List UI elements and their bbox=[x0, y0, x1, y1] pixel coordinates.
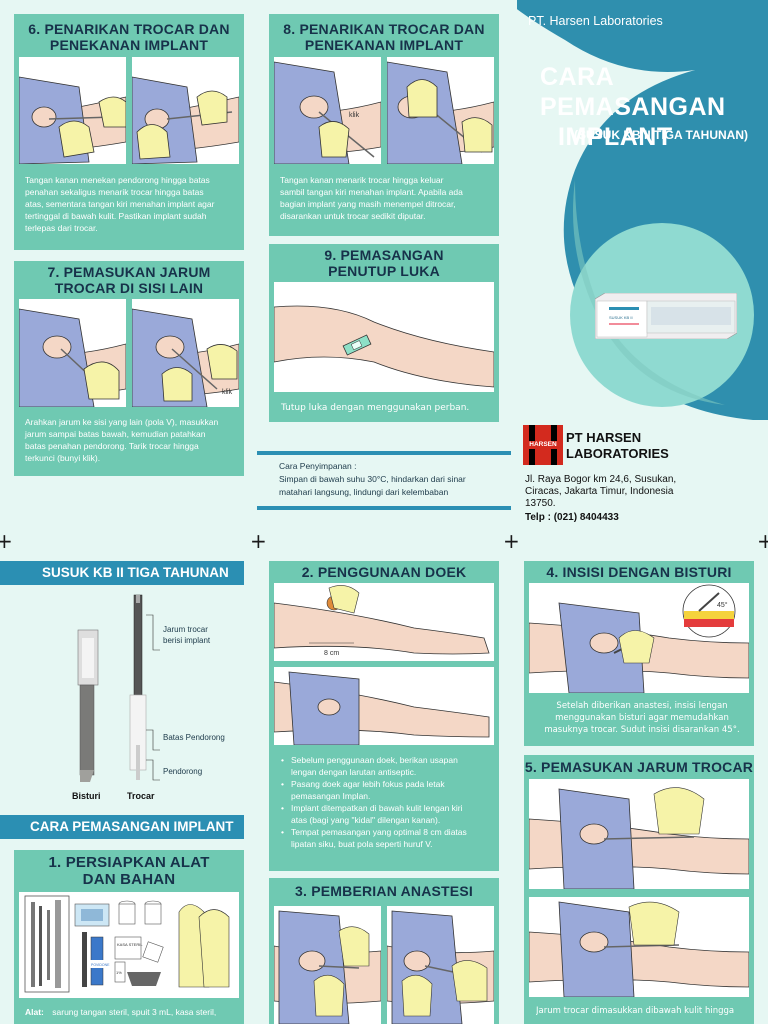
storage-bottom-rule bbox=[257, 506, 511, 510]
step1-image: POVIDONE KASA STERIL 1% bbox=[19, 892, 239, 998]
step5-text: Jarum trocar dimasukkan dibawah kulit hi… bbox=[536, 1006, 735, 1016]
storage-top-rule bbox=[257, 451, 511, 455]
step8-image-left: klik bbox=[274, 57, 381, 164]
step6-image-right bbox=[132, 57, 239, 164]
crop-mark: + bbox=[757, 529, 768, 553]
step1-title: 1. PERSIAPKAN ALAT DAN BAHAN bbox=[48, 854, 210, 888]
step1-card: 1. PERSIAPKAN ALAT DAN BAHAN POVIDONE KA… bbox=[14, 850, 244, 1024]
step9-text: Tutup luka dengan menggunakan perban. bbox=[281, 403, 470, 413]
step4-title: 4. INSISI DENGAN BISTURI bbox=[546, 564, 732, 580]
company-name: PT HARSEN LABORATORIES bbox=[566, 430, 669, 461]
kit-banner: SUSUK KB II TIGA TAHUNAN bbox=[0, 561, 244, 585]
measure-label: 8 cm bbox=[324, 650, 339, 657]
label-stop: Batas Pendorong bbox=[163, 733, 225, 742]
company-logo: HARSEN bbox=[523, 425, 563, 465]
step8-card: 8. PENARIKAN TROCAR DAN PENEKANAN IMPLAN… bbox=[269, 14, 499, 236]
kasa-label: KASA STERIL bbox=[117, 942, 143, 947]
step2-bullets: Sebelum penggunaan doek, berikan usapanl… bbox=[281, 754, 493, 850]
step2-image-top: 8 cm bbox=[274, 583, 494, 661]
step3-image-right bbox=[387, 906, 494, 1024]
product-box: SUSUK KB II bbox=[594, 292, 738, 340]
step1-text: Alat: sarung tangan steril, spuit 3 mL, … bbox=[25, 1006, 240, 1018]
step5-title: 5. PEMASUKAN JARUM TROCAR bbox=[524, 759, 754, 775]
alat-text: sarung tangan steril, spuit 3 mL, kasa s… bbox=[52, 1007, 217, 1017]
step9-title: 9. PEMASANGAN PENUTUP LUKA bbox=[324, 247, 444, 279]
crop-mark: + bbox=[0, 529, 13, 553]
label-pusher: Pendorong bbox=[163, 767, 203, 776]
angle-label: 45° bbox=[717, 601, 728, 609]
pct-label: 1% bbox=[116, 970, 122, 975]
step7-title: 7. PEMASUKAN JARUM TROCAR DI SISI LAIN bbox=[47, 264, 211, 296]
step3-image-left bbox=[274, 906, 381, 1024]
company-header: PT. Harsen Laboratories bbox=[528, 14, 663, 28]
label-trocar: Trocar bbox=[127, 791, 155, 801]
step3-title: 3. PEMBERIAN ANASTESI bbox=[295, 883, 473, 899]
betadine-label: POVIDONE bbox=[91, 963, 110, 967]
cover-title: CARA PEMASANGAN IMPLANT bbox=[540, 63, 726, 151]
step9-image bbox=[274, 282, 494, 392]
storage-info: Cara Penyimpanan : Simpan di bawah suhu … bbox=[279, 461, 466, 497]
step7-click-label: klik bbox=[222, 389, 233, 396]
step8-text: Tangan kanan menarik trocar hingga kelua… bbox=[280, 175, 463, 221]
step2-bullet: Sebelum penggunaan doek, berikan usapanl… bbox=[281, 754, 493, 778]
product-box-label: SUSUK KB II bbox=[609, 315, 633, 320]
section-banner: CARA PEMASANGAN IMPLANT bbox=[0, 815, 244, 839]
step7-image-left bbox=[19, 299, 126, 407]
step7-text: Arahkan jarum ke sisi yang lain (pola V)… bbox=[25, 417, 219, 463]
step4-image: 45° bbox=[529, 583, 749, 693]
step5-card: 5. PEMASUKAN JARUM TROCAR Jarum trocar d… bbox=[524, 755, 754, 1024]
step2-bullet: Implant ditempatkan di bawah kulit lenga… bbox=[281, 802, 493, 826]
crop-mark: + bbox=[503, 529, 520, 553]
step7-image-right: klik bbox=[132, 299, 239, 407]
step6-title: 6. PENARIKAN TROCAR DAN PENEKANAN IMPLAN… bbox=[28, 21, 230, 53]
step8-image-right bbox=[387, 57, 494, 164]
step5-image-top bbox=[529, 779, 749, 889]
step8-title: 8. PENARIKAN TROCAR DAN PENEKANAN IMPLAN… bbox=[283, 21, 485, 53]
step4-text: Setelah diberikan anastesi, insisi lenga… bbox=[544, 701, 740, 735]
step2-bullet: Pasang doek agar lebih fokus pada letakp… bbox=[281, 778, 493, 802]
cover-subtitle: (SUSUK KB II TIGA TAHUNAN) bbox=[574, 128, 748, 142]
crop-mark: + bbox=[250, 529, 267, 553]
label-needle: Jarum trocar berisi implant bbox=[163, 625, 211, 645]
step7-card: 7. PEMASUKAN JARUM TROCAR DI SISI LAIN k… bbox=[14, 261, 244, 476]
step3-card: 3. PEMBERIAN ANASTESI bbox=[269, 878, 499, 1024]
step5-image-bottom bbox=[529, 897, 749, 997]
alat-label: Alat: bbox=[25, 1007, 44, 1017]
step4-card: 4. INSISI DENGAN BISTURI 45° Setelah dib… bbox=[524, 561, 754, 746]
step9-card: 9. PEMASANGAN PENUTUP LUKA Tutup luka de… bbox=[269, 244, 499, 422]
step2-image-bottom bbox=[274, 667, 494, 745]
kit-illustration bbox=[50, 590, 250, 805]
label-scalpel: Bisturi bbox=[72, 791, 101, 801]
company-address: Jl. Raya Bogor km 24,6, Susukan, Ciracas… bbox=[525, 474, 677, 523]
step2-title: 2. PENGGUNAAN DOEK bbox=[301, 564, 467, 580]
step6-card: 6. PENARIKAN TROCAR DAN PENEKANAN IMPLAN… bbox=[14, 14, 244, 250]
step2-bullet: Tempat pemasangan yang optimal 8 cm diat… bbox=[281, 826, 493, 850]
step6-image-left bbox=[19, 57, 126, 164]
step8-click-label: klik bbox=[349, 112, 360, 119]
step6-text: Tangan kanan menekan pendorong hingga ba… bbox=[25, 175, 215, 233]
step2-card: 2. PENGGUNAAN DOEK 8 cm Sebelum pengguna… bbox=[269, 561, 499, 871]
